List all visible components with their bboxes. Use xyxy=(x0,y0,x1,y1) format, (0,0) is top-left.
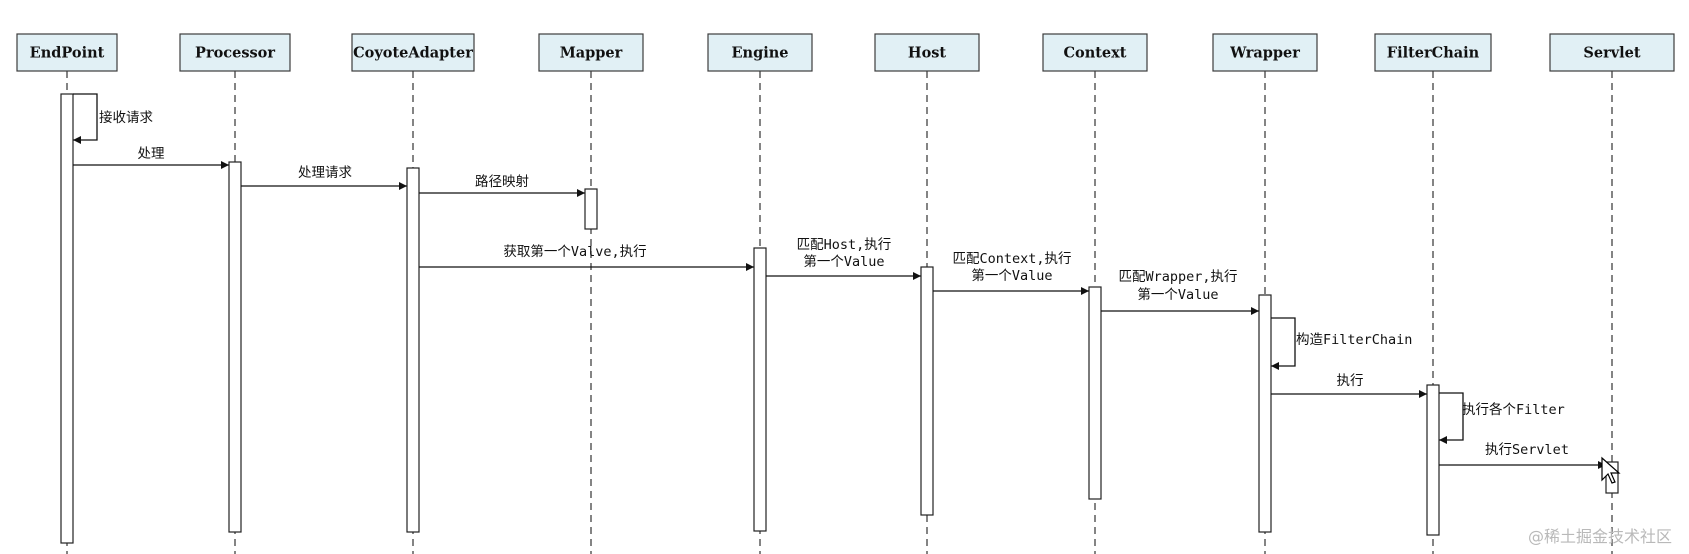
participant-box xyxy=(1374,33,1492,72)
participant-context: Context xyxy=(1042,33,1148,72)
message-label: 执行Servlet xyxy=(1485,442,1569,458)
mouse-cursor-icon xyxy=(1601,456,1621,484)
message-label: 构造FilterChain xyxy=(1296,332,1412,348)
message-label: 匹配Context,执行 xyxy=(952,251,1071,267)
message-label: 匹配Host,执行 xyxy=(797,237,892,253)
message-label: 执行 xyxy=(1337,373,1364,389)
participant-boxes: EndPoint Processor CoyoteAdapter Mapper Engi… xyxy=(16,33,1675,72)
participant-mapper: Mapper xyxy=(538,33,644,72)
participant-host: Host xyxy=(874,33,980,72)
message-handle: 处理请求 xyxy=(241,165,407,190)
participant-coyote: CoyoteAdapter xyxy=(351,33,475,72)
participant-label: Host xyxy=(908,45,947,62)
message-receive: 接收请求 xyxy=(73,93,153,144)
self-loop-arrow xyxy=(73,93,98,144)
message-label: 路径映射 xyxy=(475,174,529,190)
participant-box xyxy=(1042,33,1148,72)
message-process: 处理 xyxy=(73,146,229,169)
activation-mapper xyxy=(584,188,598,230)
participant-box xyxy=(1549,33,1675,72)
participant-endpoint: EndPoint xyxy=(16,33,118,72)
participant-box xyxy=(707,33,813,72)
message-label: 第一个Value xyxy=(803,253,884,270)
message-execute: 执行 xyxy=(1271,373,1427,398)
activation-engine xyxy=(753,247,767,532)
participant-box xyxy=(16,33,118,72)
participant-label: Context xyxy=(1063,45,1126,62)
participant-label: Mapper xyxy=(560,45,623,62)
message-exec-servlet: 执行Servlet xyxy=(1439,442,1606,469)
message-label: 处理 xyxy=(138,146,165,162)
activation-endpoint xyxy=(60,93,74,544)
activation-wrapper xyxy=(1258,294,1272,533)
activation-coyote xyxy=(406,167,420,533)
message-build-chain: 构造FilterChain xyxy=(1271,317,1412,370)
message-arrows: 接收请求处理处理请求路径映射获取第一个Valve,执行匹配Host,执行第一个V… xyxy=(73,93,1621,484)
message-each-filter: 执行各个Filter xyxy=(1439,392,1565,444)
participant-label: Servlet xyxy=(1583,45,1640,62)
self-loop-arrow xyxy=(1439,392,1464,444)
participant-box xyxy=(538,33,644,72)
self-loop-arrow xyxy=(1271,317,1296,370)
message-label: 第一个Value xyxy=(1137,286,1218,303)
participant-label: EndPoint xyxy=(30,45,105,62)
message-label: 匹配Wrapper,执行 xyxy=(1118,269,1237,285)
participant-engine: Engine xyxy=(707,33,813,72)
message-label: 获取第一个Valve,执行 xyxy=(503,243,646,260)
message-label: 接收请求 xyxy=(99,109,153,126)
activation-context xyxy=(1088,286,1102,500)
participant-label: FilterChain xyxy=(1387,45,1480,62)
participant-box xyxy=(1212,33,1318,72)
activation-filterchain xyxy=(1426,384,1440,536)
message-label: 第一个Value xyxy=(971,267,1052,284)
participant-label: Wrapper xyxy=(1229,45,1300,62)
activation-bars xyxy=(60,93,1619,544)
activation-processor xyxy=(228,161,242,533)
participant-processor: Processor xyxy=(179,33,291,72)
participant-wrapper: Wrapper xyxy=(1212,33,1318,72)
participant-filterchain: FilterChain xyxy=(1374,33,1492,72)
participant-label: CoyoteAdapter xyxy=(353,45,473,62)
participant-servlet: Servlet xyxy=(1549,33,1675,72)
message-mapping: 路径映射 xyxy=(419,174,585,197)
participant-box xyxy=(351,33,475,72)
participant-box xyxy=(179,33,291,72)
lifelines xyxy=(66,71,1613,554)
watermark: @稀土掘金技术社区 xyxy=(1528,527,1672,546)
participant-label: Processor xyxy=(195,45,275,62)
participant-label: Engine xyxy=(731,45,788,62)
participant-box xyxy=(874,33,980,72)
message-label: 处理请求 xyxy=(298,165,352,181)
activation-host xyxy=(920,266,934,516)
message-first-valve: 获取第一个Valve,执行 xyxy=(419,243,754,271)
message-label: 执行各个Filter xyxy=(1462,402,1565,418)
